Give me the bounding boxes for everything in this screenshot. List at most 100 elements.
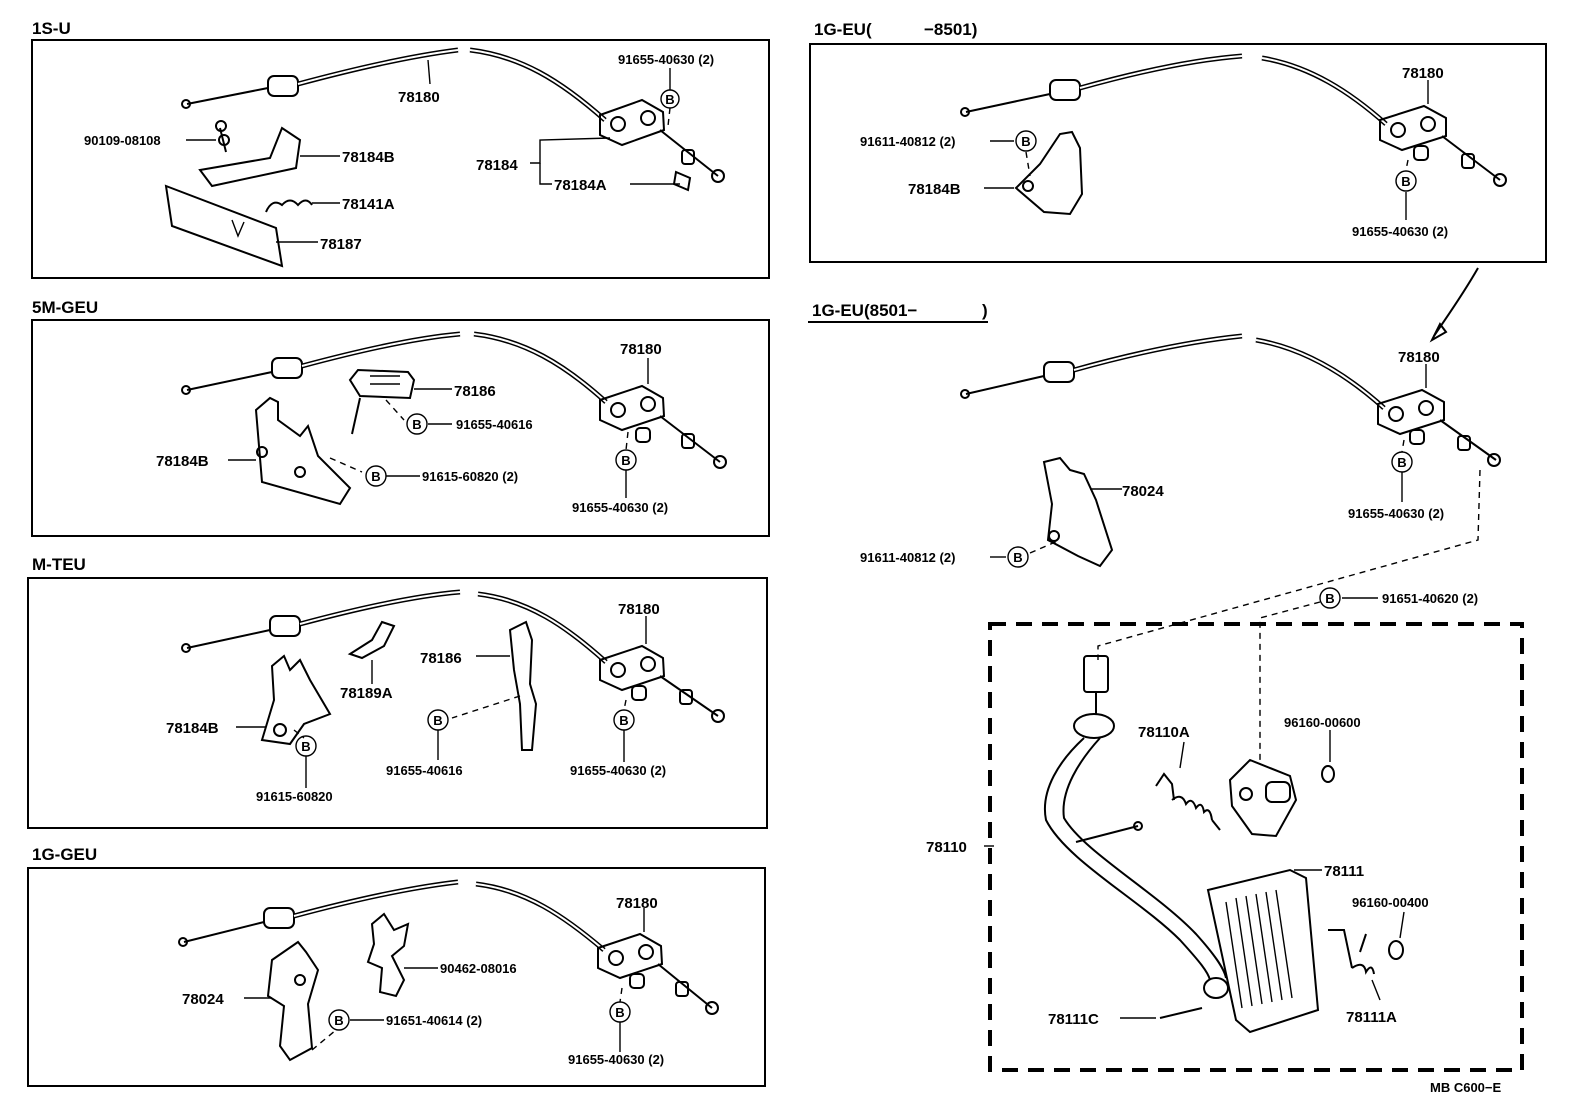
label-pedal-bolt: 91651-40620 (2): [1382, 591, 1478, 606]
bolt-symbol-5m-geu-a: B: [406, 413, 428, 435]
label-bolt-bottom: 91655-40630 (2): [568, 1052, 664, 1067]
bolt-symbol-1s-u-top: B: [660, 89, 680, 109]
label-78184B: 78184B: [908, 181, 961, 198]
label-78184A: 78184A: [554, 177, 607, 194]
section-title-1g-eu-early-b: −8501): [924, 20, 977, 39]
label-78111C: 78111C: [1048, 1011, 1099, 1028]
plate-78187-1s-u: [164, 184, 284, 268]
section-title-1g-eu-early-a: 1G-EU(: [814, 20, 872, 39]
label-bolt-bracket: 91615-60820: [256, 789, 333, 804]
accelerator-pedal-arm: [1043, 655, 1229, 999]
section-title-1s-u: 1S-U: [32, 19, 71, 38]
label-78186: 78186: [454, 383, 496, 400]
clamp-78186-m-teu: [508, 620, 538, 751]
svg-text:B: B: [1013, 550, 1022, 565]
accelerator-cable-1g-eu-early: [960, 53, 1507, 187]
bolt-symbol-m-teu-a: B: [427, 709, 449, 731]
svg-text:B: B: [615, 1005, 624, 1020]
label-78180: 78180: [1398, 349, 1440, 366]
clip-90462-08016-1g-geu: [366, 912, 410, 998]
label-washer-bottom: 96160-00400: [1352, 895, 1429, 910]
section-5m-geu: 5M-GEU: [31, 298, 770, 537]
svg-text:B: B: [1397, 455, 1406, 470]
section-frame-5m-geu: [31, 319, 770, 537]
bolt-symbol-1g-eu-late-a: B: [1007, 546, 1029, 568]
section-title-1g-eu-late-a: 1G-EU(8501−: [812, 301, 917, 320]
svg-text:B: B: [371, 469, 380, 484]
label-78111: 78111: [1324, 863, 1364, 880]
section-m-teu: M-TEU: [27, 555, 768, 829]
section-title-1g-geu: 1G-GEU: [32, 845, 97, 864]
label-clip: 90462-08016: [440, 961, 517, 976]
label-clamp-bolt: 91655-40616: [456, 417, 533, 432]
label-78184B: 78184B: [342, 149, 395, 166]
section-frame-1g-geu: [27, 867, 766, 1087]
section-1g-geu: 1G-GEU: [27, 845, 766, 1087]
bolt-symbol-1g-eu-early-b: B: [1395, 170, 1417, 192]
bracket-78184B-5m-geu: [254, 396, 352, 506]
washer-96160-00400: [1388, 940, 1404, 960]
label-78180: 78180: [616, 895, 658, 912]
accelerator-cable-m-teu: [181, 589, 725, 723]
label-78184B: 78184B: [156, 453, 209, 470]
bolt-symbol-5m-geu-b: B: [365, 465, 387, 487]
label-bolt-top: 91655-40630 (2): [618, 52, 714, 67]
label-bolt-clamp: 91655-40616: [386, 763, 463, 778]
spring-78141A-1s-u: [265, 199, 313, 213]
screw-1s-u: [215, 120, 227, 153]
label-78184B: 78184B: [166, 720, 219, 737]
pin-78111C: [1159, 1007, 1203, 1019]
washer-96160-00600: [1321, 765, 1335, 783]
label-78110: 78110: [926, 839, 967, 856]
label-78180: 78180: [618, 601, 660, 618]
label-78180: 78180: [398, 89, 440, 106]
figure-code: MB C600−E: [1430, 1080, 1501, 1095]
section-frame-1s-u: [31, 39, 770, 279]
label-bolt-left: 91611-40812 (2): [860, 134, 955, 149]
bracket-78189A-m-teu: [347, 620, 396, 660]
svg-text:B: B: [665, 92, 674, 107]
bolt-symbol-5m-geu-c: B: [615, 449, 637, 471]
accelerator-cable-1g-eu-late: [960, 333, 1501, 467]
label-78110A: 78110A: [1138, 724, 1190, 741]
clamp-78186-5m-geu: [348, 368, 416, 435]
label-78111A: 78111A: [1346, 1009, 1397, 1026]
bolt-symbol-1g-geu-a: B: [328, 1009, 350, 1031]
bracket-78184B-1g-eu-early: [1014, 130, 1084, 216]
label-78180: 78180: [1402, 65, 1444, 82]
section-title-5m-geu: 5M-GEU: [32, 298, 98, 317]
svg-text:B: B: [621, 453, 630, 468]
pedal-pad-78111: [1206, 868, 1320, 1034]
throttle-bracket-78184B-1s-u: [198, 126, 302, 188]
section-frame-1g-eu-early: [809, 43, 1547, 263]
bracket-78184A-1s-u: [672, 170, 692, 192]
accelerator-cable-5m-geu: [181, 331, 727, 469]
section-title-m-teu: M-TEU: [32, 555, 86, 574]
label-78141A: 78141A: [342, 196, 395, 213]
bolt-symbol-m-teu-b: B: [295, 735, 317, 757]
return-spring-78110A: [1155, 772, 1221, 831]
bolt-symbol-m-teu-c: B: [613, 709, 635, 731]
section-1s-u: 1S-U: [31, 19, 770, 279]
accelerator-cable-1g-geu: [178, 879, 719, 1015]
svg-text:B: B: [412, 417, 421, 432]
label-bolt-bottom: 91655-40630 (2): [1352, 224, 1448, 239]
label-screw: 90109-08108: [84, 133, 161, 148]
spring-78111A: [1328, 929, 1375, 975]
label-bolt-bottom: 91655-40630 (2): [570, 763, 666, 778]
label-washer-top: 96160-00600: [1284, 715, 1361, 730]
section-frame-m-teu: [27, 577, 768, 829]
label-78186: 78186: [420, 650, 462, 667]
label-bolt-bottom: 91655-40630 (2): [1348, 506, 1444, 521]
label-bolt-left: 91611-40812 (2): [860, 550, 955, 565]
label-78187: 78187: [320, 236, 362, 253]
bolt-symbol-1g-eu-early-a: B: [1015, 130, 1037, 152]
section-title-1g-eu-late-b: ): [982, 301, 988, 320]
svg-text:B: B: [1401, 174, 1410, 189]
accelerator-cable-1s-u: [181, 47, 725, 183]
cable-to-pedal-line: [1097, 469, 1481, 660]
label-78184: 78184: [476, 157, 518, 174]
label-bracket-bolt: 91615-60820 (2): [422, 469, 518, 484]
bracket-78024-1g-eu-late: [1042, 456, 1114, 568]
